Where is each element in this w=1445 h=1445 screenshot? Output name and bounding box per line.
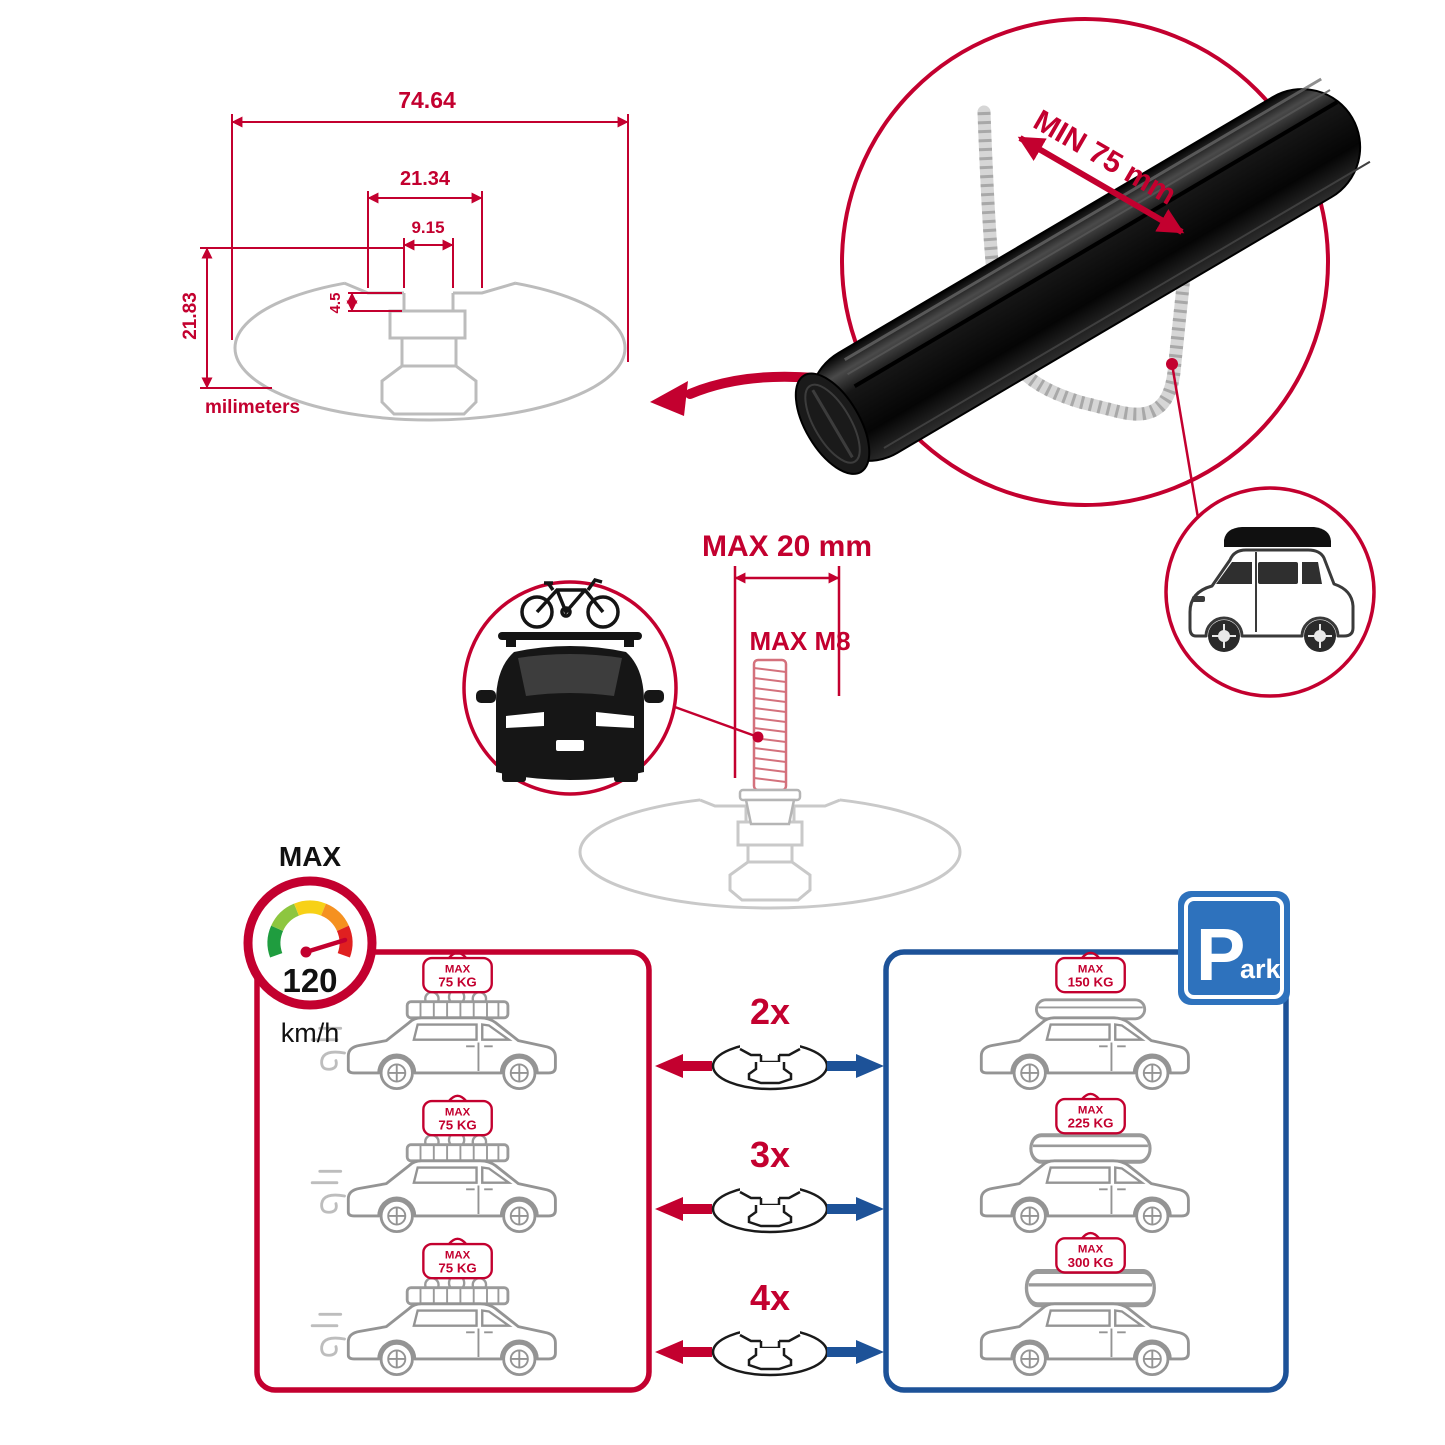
multiplier-label: 3x xyxy=(750,1134,790,1175)
slot-depth-label: 4.5 xyxy=(327,293,344,314)
license-plate xyxy=(556,740,584,751)
multiplier-row-1: 2x xyxy=(655,991,884,1091)
moving-car-row-2: MAX 75 KG xyxy=(310,1094,557,1234)
moving-car-row-3: MAX 75 KG xyxy=(310,1237,557,1377)
moving-car-row-1: MAX 75 KG xyxy=(310,951,557,1091)
multiplier-row-3: 4x xyxy=(655,1277,884,1377)
svg-text:75 KG: 75 KG xyxy=(438,1118,476,1133)
multiplier-row-2: 3x xyxy=(655,1134,884,1234)
callout-line xyxy=(671,704,759,739)
windshield xyxy=(518,654,622,696)
suv-roofbox-badge xyxy=(1164,486,1376,698)
svg-text:150 KG: 150 KG xyxy=(1068,975,1114,990)
mirror-icon xyxy=(644,690,664,703)
headlight-icon xyxy=(596,712,634,728)
callout-line xyxy=(1170,363,1200,519)
total-width-label: 74.64 xyxy=(398,87,456,113)
svg-text:75 KG: 75 KG xyxy=(438,1261,476,1276)
crossbar-profile-icon xyxy=(711,1037,829,1091)
gauge-needle xyxy=(303,937,348,955)
parked-car-row-2: MAX 225 KG xyxy=(979,1092,1190,1234)
unit-label: milimeters xyxy=(205,397,300,418)
speed-limit-badge: MAX 120 km/h xyxy=(243,841,377,1048)
load-tag: MAX 75 KG xyxy=(422,1237,493,1280)
speed-value: 120 xyxy=(282,962,337,999)
bolt-dimension-diagram: MAX 20 mm MAX M8 xyxy=(578,530,962,910)
svg-text:MAX: MAX xyxy=(1078,963,1104,975)
svg-text:MAX: MAX xyxy=(445,1249,471,1261)
crossbar-detail-view: MIN 75 mm xyxy=(794,17,1371,519)
load-tag: MAX 225 KG xyxy=(1055,1092,1126,1135)
min-spacing-arrow-icon xyxy=(1017,135,1185,235)
parked-car-row-1: MAX 150 KG xyxy=(979,951,1190,1091)
svg-text:MAX: MAX xyxy=(445,963,471,975)
detail-circle xyxy=(840,17,1330,507)
red-arrow-left-icon xyxy=(655,1054,712,1078)
blue-arrow-right-icon xyxy=(827,1340,884,1364)
max-protrusion-label: MAX 20 mm xyxy=(702,530,872,563)
red-arrow-left-icon xyxy=(655,1340,712,1364)
roof-crossbar-icon xyxy=(498,632,642,640)
svg-text:75 KG: 75 KG xyxy=(438,975,476,990)
roofbox-icon xyxy=(1026,1272,1154,1305)
multiplier-label: 2x xyxy=(750,991,790,1032)
crossbar-profile-icon xyxy=(711,1323,829,1377)
roofbox-icon xyxy=(1028,1133,1153,1164)
bolt-head-icon xyxy=(744,798,796,826)
callout-dot xyxy=(752,731,764,743)
svg-text:MAX: MAX xyxy=(1078,1104,1104,1116)
blue-arrow-right-icon xyxy=(827,1054,884,1078)
load-tag: MAX 150 KG xyxy=(1055,951,1126,994)
headlight-icon xyxy=(506,712,544,728)
blue-arrow-right-icon xyxy=(827,1197,884,1221)
profile-foot xyxy=(380,364,478,416)
cross-section-dimension-diagram: 74.64 21.34 9.15 4.5 21.83 milimeters xyxy=(180,87,629,422)
park-suffix: ark xyxy=(1240,954,1282,984)
park-letter: P xyxy=(1196,913,1245,996)
channel-width-label: 21.34 xyxy=(400,168,451,190)
svg-text:225 KG: 225 KG xyxy=(1068,1116,1114,1131)
park-sign: P ark xyxy=(1178,891,1290,1005)
total-height-label: 21.83 xyxy=(180,292,201,340)
pointer-arrow-to-diagram-icon xyxy=(650,371,820,416)
speedometer-icon xyxy=(243,876,377,1010)
speed-unit: km/h xyxy=(281,1018,340,1048)
bicycle-icon xyxy=(520,577,620,629)
bolt-threads xyxy=(753,667,787,783)
load-tag: MAX 75 KG xyxy=(422,951,493,994)
bolt-washer-icon xyxy=(738,788,802,802)
load-tag: MAX 75 KG xyxy=(422,1094,493,1137)
speed-max-label: MAX xyxy=(279,841,342,872)
slot-width-label: 9.15 xyxy=(411,218,444,237)
parked-car-row-3: MAX 300 KG xyxy=(979,1231,1190,1377)
load-tag: MAX 300 KG xyxy=(1055,1231,1126,1274)
headlight-icon xyxy=(1192,596,1205,602)
max-thread-label: MAX M8 xyxy=(749,626,850,656)
mirror-icon xyxy=(476,690,496,703)
multiplier-label: 4x xyxy=(750,1277,790,1318)
profile-channel xyxy=(388,309,467,340)
crossbar-profile-icon xyxy=(711,1180,829,1234)
roofbox-icon xyxy=(1224,527,1331,547)
red-arrow-left-icon xyxy=(655,1197,712,1221)
svg-text:300 KG: 300 KG xyxy=(1068,1255,1114,1270)
car-front-bike-badge xyxy=(462,577,678,796)
svg-text:MAX: MAX xyxy=(445,1106,471,1118)
roofbox-icon xyxy=(1034,998,1147,1021)
profile-slot-outline xyxy=(402,293,455,313)
svg-text:MAX: MAX xyxy=(1078,1244,1104,1256)
